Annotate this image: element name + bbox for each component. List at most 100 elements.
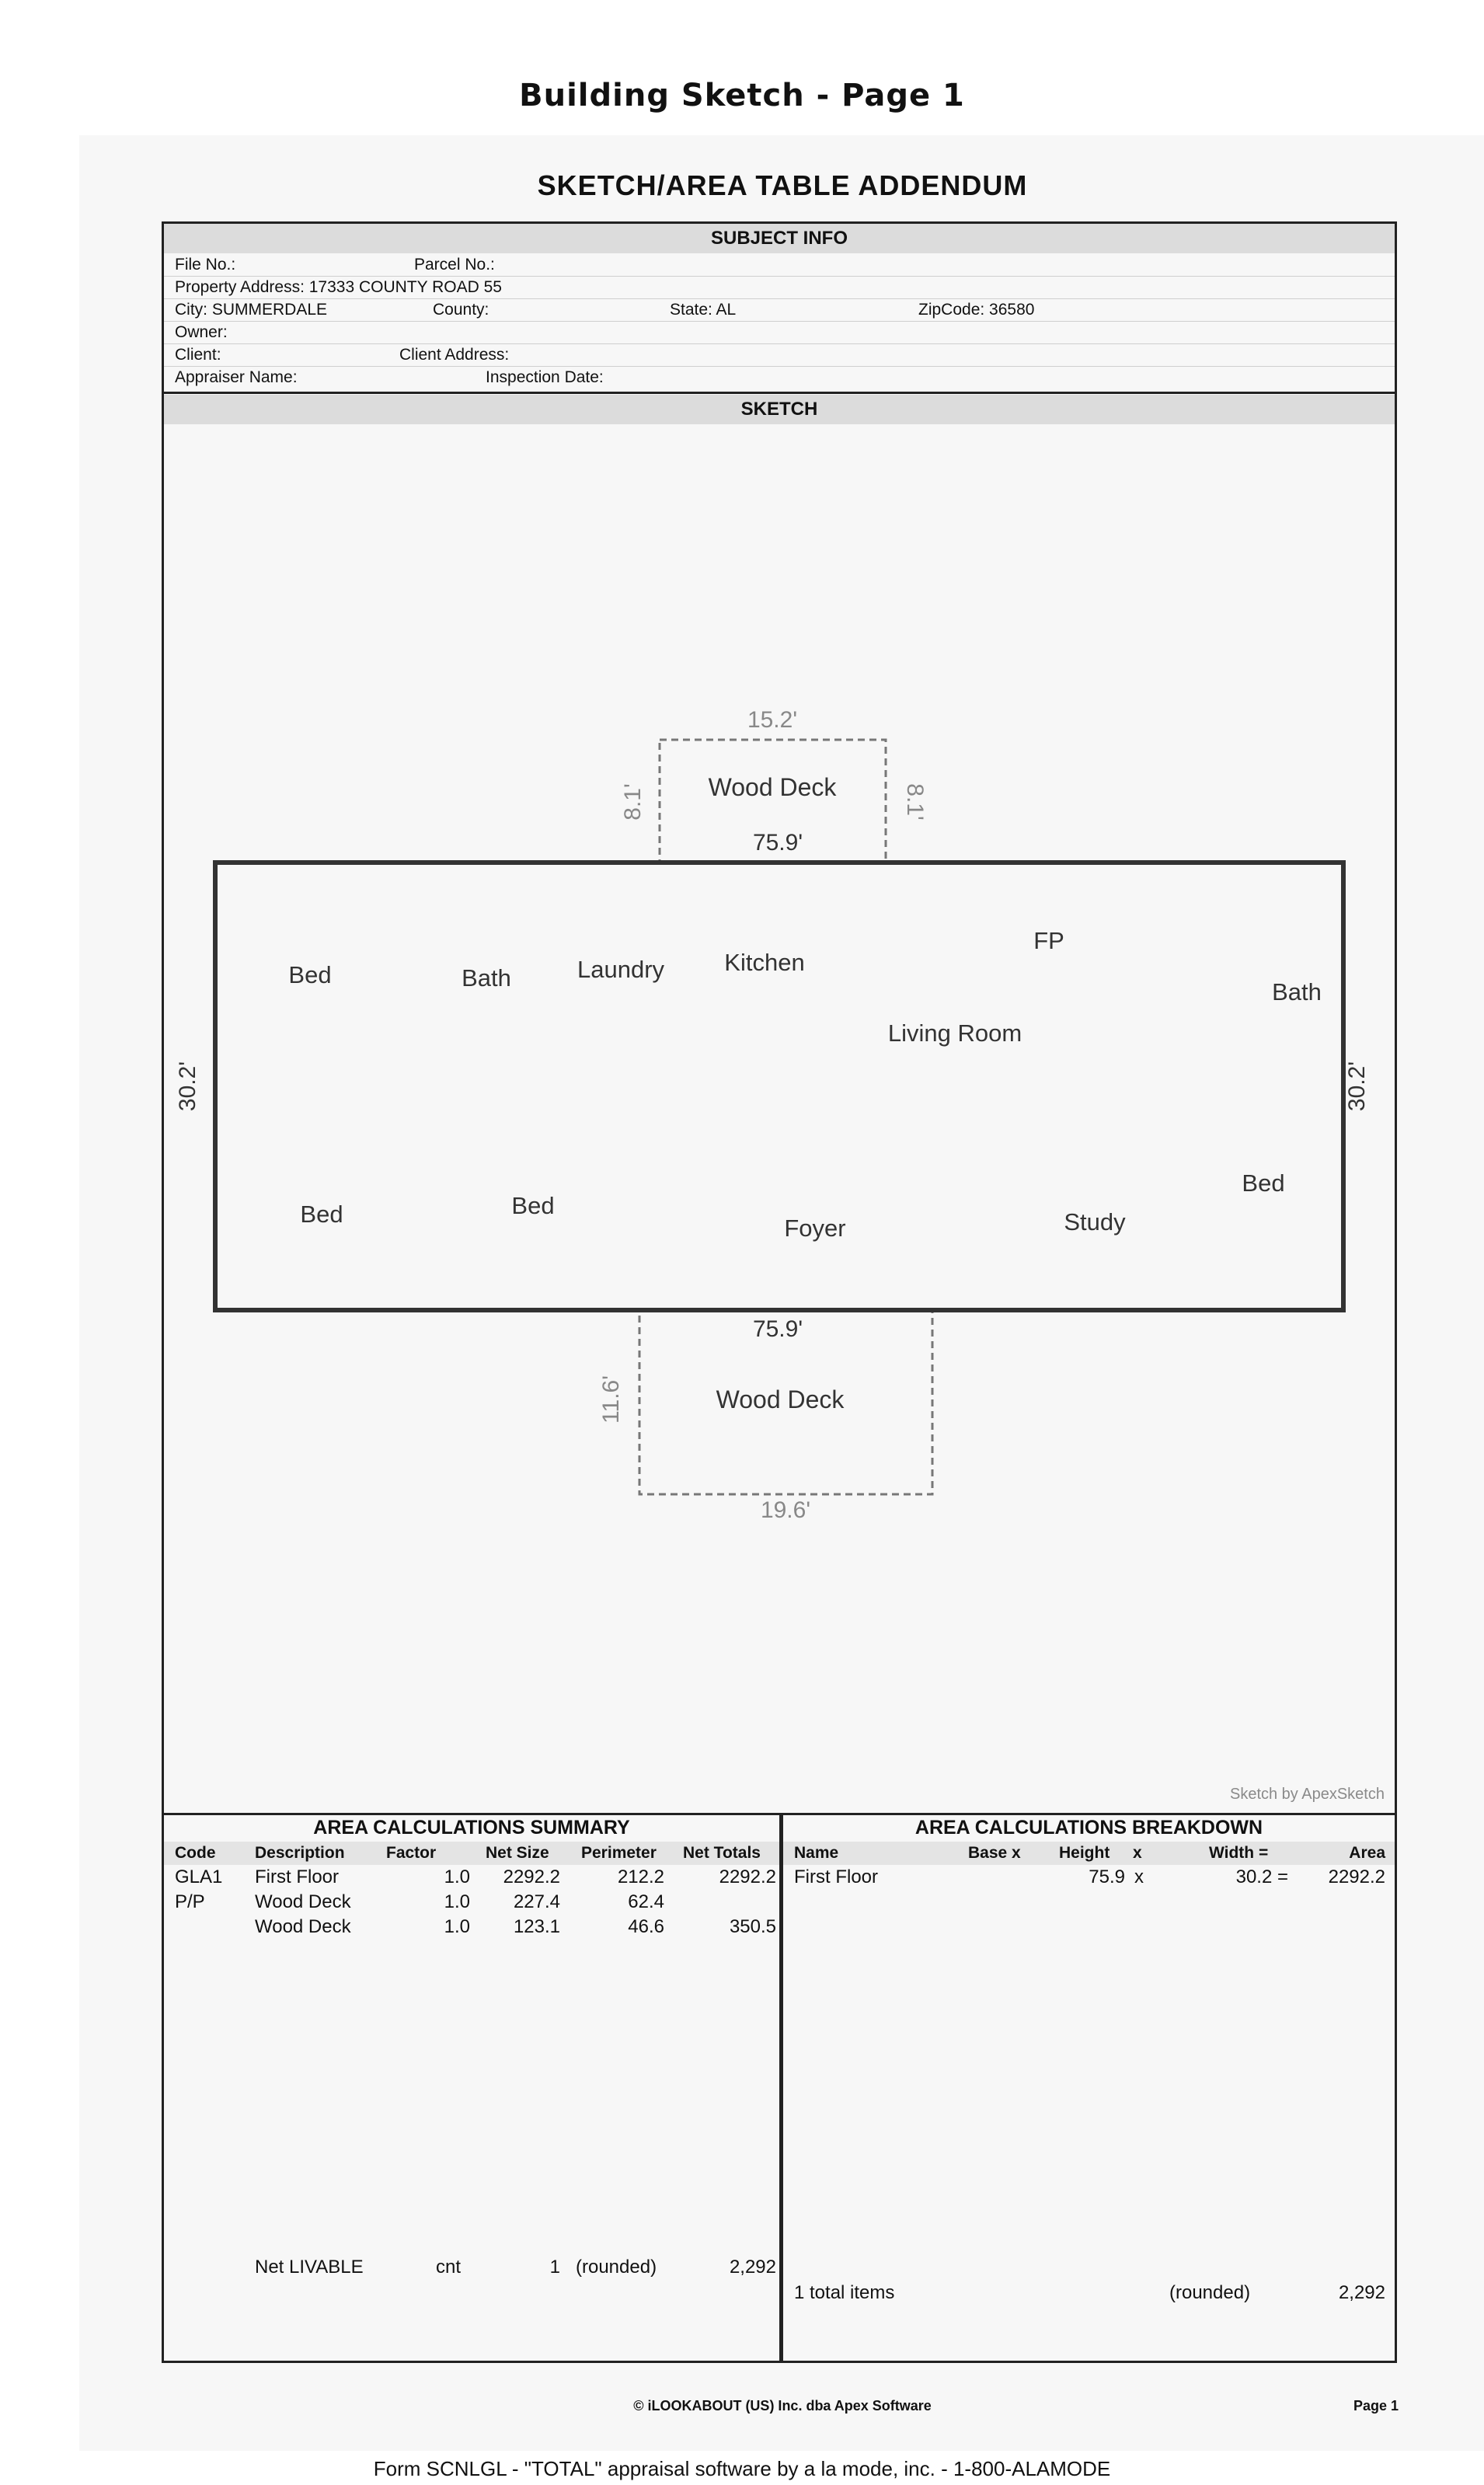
col-factor: Factor	[386, 1844, 437, 1862]
info-line-client: Client: Client Address:	[164, 343, 1395, 367]
net-livable-cnt: cnt	[436, 2257, 462, 2278]
room-bed-4: Bed	[511, 1192, 554, 1219]
property-address: Property Address: 17333 COUNTY ROAD 55	[175, 278, 502, 296]
parcel-no-label: Parcel No.:	[414, 256, 495, 274]
top-deck-label: Wood Deck	[709, 773, 838, 801]
main-height-right: 30.2'	[1344, 1061, 1370, 1111]
top-deck-height-right: 8.1'	[902, 783, 928, 820]
row-code: P/P	[175, 1891, 205, 1912]
info-line-owner: Owner:	[164, 321, 1395, 344]
table-row: First Floor 75.9 x 30.2 = 2292.2	[783, 1865, 1395, 1890]
inspection-date-label: Inspection Date:	[486, 368, 604, 386]
top-deck-height-left: 8.1'	[620, 783, 646, 820]
col-name: Name	[794, 1844, 839, 1862]
net-livable-count: 1	[549, 2257, 560, 2278]
state: State: AL	[670, 301, 737, 319]
main-width-bottom: 75.9'	[753, 1316, 803, 1342]
copyright: © iLOOKABOUT (US) Inc. dba Apex Software	[633, 2398, 932, 2414]
col-description: Description	[255, 1844, 345, 1862]
row-perimeter: 62.4	[628, 1891, 664, 1912]
breakdown-rounded: (rounded)	[1169, 2282, 1251, 2303]
subject-info-heading: SUBJECT INFO	[164, 224, 1395, 253]
row-factor: 1.0	[444, 1866, 470, 1887]
column-divider	[779, 1813, 783, 2363]
row-net-size: 2292.2	[503, 1866, 560, 1887]
row-width: 30.2 =	[1235, 1866, 1288, 1887]
room-kitchen: Kitchen	[724, 949, 804, 976]
main-width-top: 75.9'	[753, 830, 803, 856]
row-name: First Floor	[794, 1866, 878, 1887]
row-net-size: 227.4	[513, 1891, 560, 1912]
row-net-total: 2292.2	[719, 1866, 776, 1887]
breakdown-header-row: Name Base x Height x Width = Area	[783, 1842, 1395, 1865]
breakdown-total-row: 1 total items (rounded) 2,292	[783, 2281, 1395, 2307]
row-description: Wood Deck	[255, 1916, 351, 1937]
col-net-totals: Net Totals	[683, 1844, 761, 1862]
breakdown-heading: AREA CALCULATIONS BREAKDOWN	[914, 1817, 1263, 1838]
floor-plan: 15.2' Wood Deck 8.1' 8.1' 75.9' 30.2' 30…	[175, 707, 1370, 1523]
room-bath-2: Bath	[1272, 978, 1322, 1006]
room-laundry: Laundry	[577, 956, 665, 983]
info-line-file: File No.: Parcel No.:	[164, 253, 1395, 277]
row-height: 75.9	[1089, 1866, 1125, 1887]
col-height: Height	[1059, 1844, 1110, 1862]
room-study: Study	[1064, 1208, 1126, 1236]
net-livable-row: Net LIVABLE cnt 1 (rounded) 2,292	[164, 2255, 779, 2281]
county-label: County:	[433, 301, 489, 319]
page-number: Page 1	[1353, 2398, 1399, 2414]
room-living-room: Living Room	[888, 1019, 1022, 1047]
top-deck-width: 15.2'	[747, 707, 797, 733]
client-label: Client:	[175, 346, 221, 364]
room-bed-3: Bed	[300, 1201, 343, 1228]
row-description: First Floor	[255, 1866, 339, 1887]
separator	[164, 392, 1395, 394]
room-bed-2: Bed	[1242, 1169, 1284, 1197]
row-description: Wood Deck	[255, 1891, 351, 1912]
row-net-size: 123.1	[513, 1916, 560, 1937]
breakdown-total: 2,292	[1338, 2282, 1385, 2303]
row-perimeter: 212.2	[617, 1866, 664, 1887]
net-livable-label: Net LIVABLE	[255, 2257, 364, 2278]
appraiser-label: Appraiser Name:	[175, 368, 298, 386]
col-perimeter: Perimeter	[581, 1844, 657, 1862]
row-x: x	[1134, 1866, 1144, 1887]
row-perimeter: 46.6	[628, 1916, 664, 1937]
table-row: Wood Deck 1.0 123.1 46.6 350.5	[164, 1915, 779, 1940]
main-height-left: 30.2'	[175, 1061, 200, 1111]
col-net-size: Net Size	[486, 1844, 549, 1862]
col-base: Base x	[968, 1844, 1021, 1862]
col-width: Width =	[1209, 1844, 1269, 1862]
net-livable-total: 2,292	[729, 2257, 776, 2278]
table-row: P/P Wood Deck 1.0 227.4 62.4	[164, 1890, 779, 1915]
sketch-heading: SKETCH	[164, 395, 1395, 424]
summary-heading: AREA CALCULATIONS SUMMARY	[313, 1817, 630, 1838]
zipcode: ZipCode: 36580	[918, 301, 1035, 319]
col-code: Code	[175, 1844, 216, 1862]
bottom-deck-width: 19.6'	[761, 1497, 810, 1523]
col-x: x	[1133, 1844, 1142, 1862]
summary-header-row: Code Description Factor Net Size Perimet…	[164, 1842, 779, 1865]
row-factor: 1.0	[444, 1891, 470, 1912]
form-line: Form SCNLGL - "TOTAL" appraisal software…	[373, 2457, 1111, 2480]
row-net-total: 350.5	[729, 1916, 776, 1937]
table-row: GLA1 First Floor 1.0 2292.2 212.2 2292.2	[164, 1865, 779, 1890]
client-address-label: Client Address:	[399, 346, 510, 364]
row-factor: 1.0	[444, 1916, 470, 1937]
page-title: Building Sketch - Page 1	[519, 78, 965, 113]
room-foyer: Foyer	[784, 1215, 845, 1242]
first-floor-outline	[213, 860, 1346, 1312]
city: City: SUMMERDALE	[175, 301, 328, 319]
info-line-appraiser: Appraiser Name: Inspection Date:	[164, 366, 1395, 389]
owner-label: Owner:	[175, 323, 228, 341]
row-code: GLA1	[175, 1866, 223, 1887]
bottom-deck-label: Wood Deck	[716, 1385, 845, 1413]
bottom-deck-height: 11.6'	[598, 1375, 624, 1424]
col-area: Area	[1349, 1844, 1385, 1862]
sketch-credit: Sketch by ApexSketch	[1229, 1786, 1385, 1803]
sketch-area: 15.2' Wood Deck 8.1' 8.1' 75.9' 30.2' 30…	[164, 426, 1395, 1813]
addendum-title: SKETCH/AREA TABLE ADDENDUM	[537, 169, 1028, 201]
net-livable-rounded: (rounded)	[576, 2257, 657, 2278]
total-items: 1 total items	[794, 2282, 895, 2303]
top-wood-deck-outline	[658, 738, 887, 864]
info-line-address: Property Address: 17333 COUNTY ROAD 55	[164, 276, 1395, 299]
